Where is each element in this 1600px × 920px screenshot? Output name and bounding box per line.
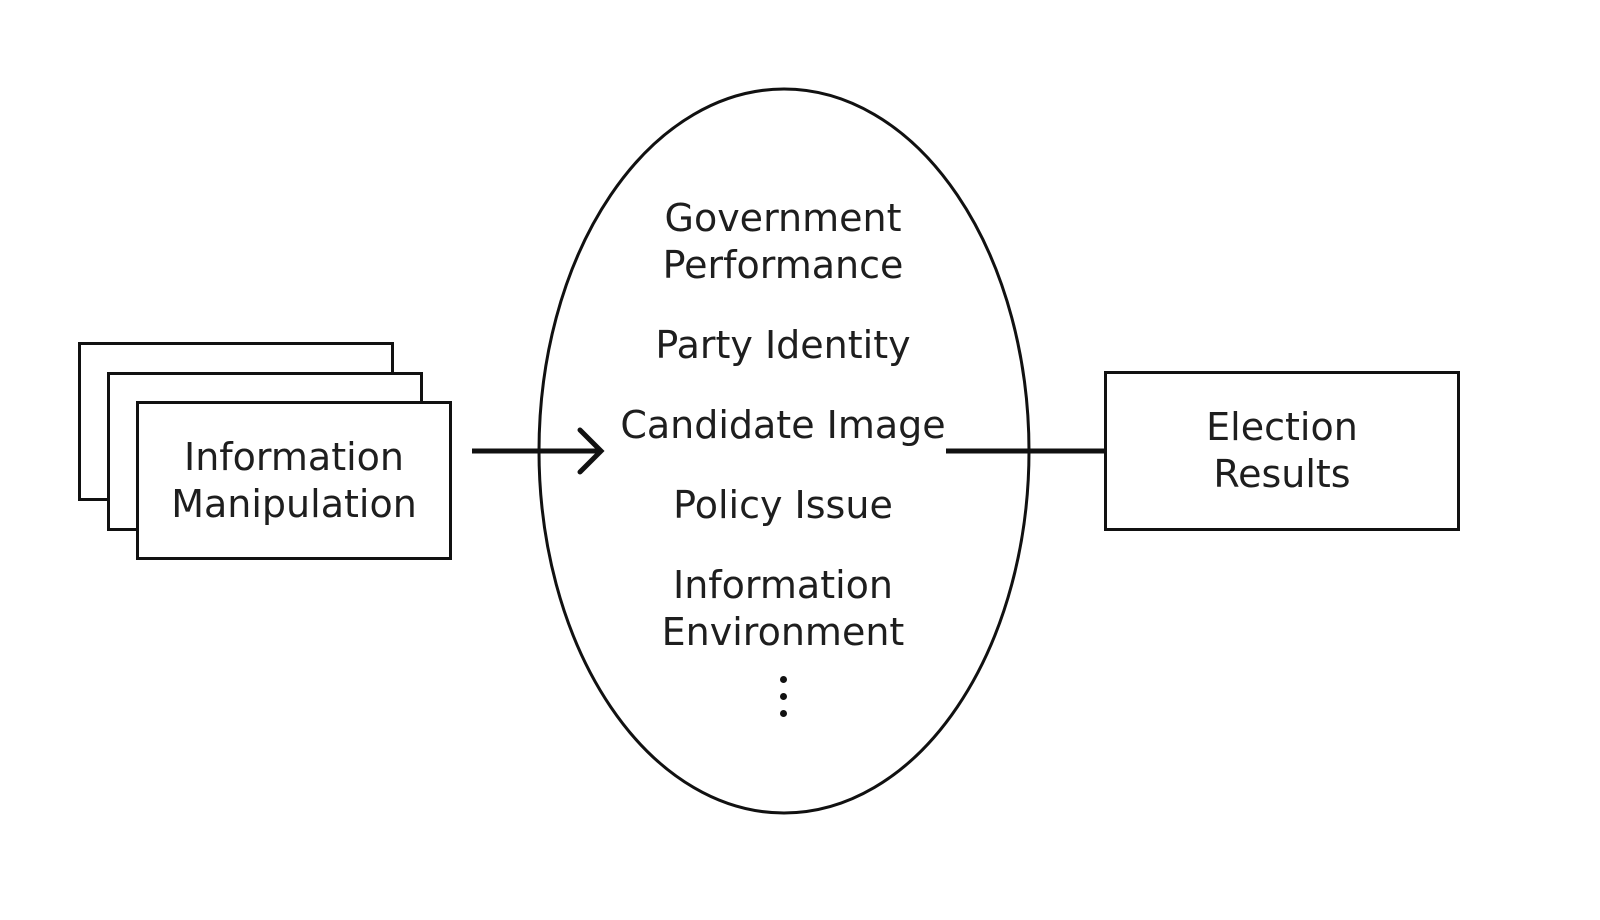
factor-party-identity: Party Identity xyxy=(655,323,911,367)
factor-government-performance: Government Performance xyxy=(662,196,904,287)
factor-list: Government Performance Party Identity Ca… xyxy=(600,195,966,656)
information-manipulation-box: Information Manipulation xyxy=(136,401,452,560)
arrow-to-factors xyxy=(472,427,605,475)
factor-candidate-image: Candidate Image xyxy=(620,403,946,447)
factor-information-environment: Information Environment xyxy=(661,563,905,654)
factor-policy-issue: Policy Issue xyxy=(673,483,893,527)
election-results-box: Election Results xyxy=(1104,371,1460,531)
information-manipulation-label: Information Manipulation xyxy=(171,434,417,526)
vertical-ellipsis-icon xyxy=(777,676,789,720)
election-results-label: Election Results xyxy=(1206,405,1358,496)
